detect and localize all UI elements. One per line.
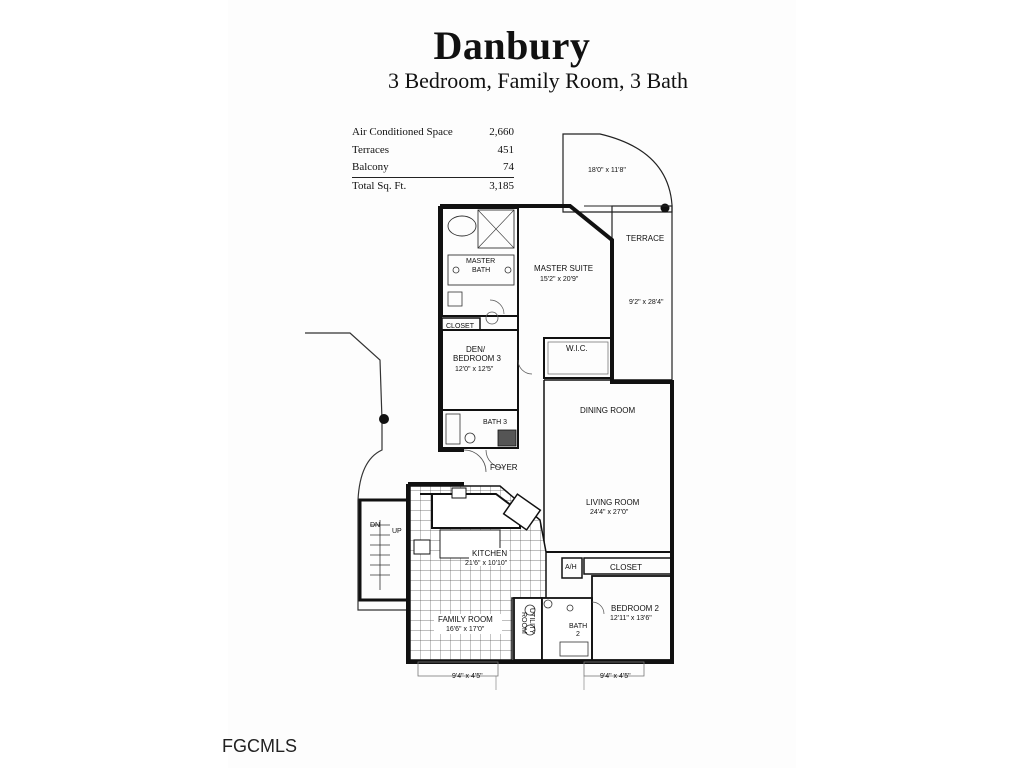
den-label-line2: BEDROOM 3 bbox=[453, 354, 502, 363]
outer-wall-upper bbox=[440, 204, 674, 552]
left-terrace-outline bbox=[305, 332, 409, 611]
bedroom2-label: BEDROOM 2 bbox=[611, 604, 660, 613]
bedroom2-dimension: 12'11" x 13'6" bbox=[610, 615, 652, 622]
living-room-label: LIVING ROOM bbox=[586, 498, 640, 507]
stair-dn-label: DN bbox=[370, 522, 380, 529]
master-bath-label-line1: MASTER bbox=[466, 258, 495, 265]
living-room-dimension: 24'4" x 27'0" bbox=[590, 509, 629, 516]
area-row: Air Conditioned Space 2,660 bbox=[352, 124, 514, 142]
ah-label: A/H bbox=[565, 564, 577, 571]
ah-outline bbox=[561, 557, 583, 579]
terrace-label: TERRACE bbox=[626, 234, 664, 243]
porch-right-dimension: 9'4" x 4'5" bbox=[600, 673, 631, 680]
area-row: Balcony 74 bbox=[352, 159, 514, 178]
master-suite-label: MASTER SUITE bbox=[534, 264, 593, 273]
den-label-line1: DEN/ bbox=[466, 345, 486, 354]
bath3-outline bbox=[441, 409, 519, 449]
utility-label-line2: ROOM bbox=[520, 612, 527, 634]
area-label: Balcony bbox=[352, 161, 389, 173]
terrace-outline bbox=[611, 205, 673, 383]
bedroom2-outline bbox=[591, 575, 673, 661]
porch-left-outline bbox=[417, 661, 499, 677]
master-suite-dimension: 15'2" x 20'9" bbox=[540, 276, 579, 283]
wic-outline bbox=[543, 337, 613, 379]
stair-outline bbox=[358, 498, 410, 602]
balcony-dimension: 18'0" x 11'8" bbox=[588, 167, 626, 174]
plan-subtitle: 3 Bedroom, Family Room, 3 Bath bbox=[387, 68, 689, 93]
area-label: Air Conditioned Space bbox=[352, 126, 453, 138]
area-value: 2,660 bbox=[489, 126, 514, 138]
kitchen-label-bg bbox=[469, 548, 509, 566]
utility-label-line1: UTILITY bbox=[528, 608, 535, 634]
kitchen-label: KITCHEN bbox=[472, 549, 507, 558]
terrace-dimension: 9'2" x 28'4" bbox=[629, 299, 664, 306]
dining-room-label: DINING ROOM bbox=[580, 406, 635, 415]
closet-top-label: CLOSET bbox=[446, 323, 475, 330]
wic-label: W.I.C. bbox=[566, 344, 588, 353]
family-room-dimension: 16'6" x 17'0" bbox=[446, 626, 485, 633]
left-terrace-post bbox=[379, 414, 389, 424]
kitchen-counter bbox=[420, 493, 521, 529]
plan-title: Danbury bbox=[433, 23, 591, 68]
master-bath-label-line2: BATH bbox=[472, 267, 490, 274]
closet-right-label: CLOSET bbox=[610, 563, 642, 572]
porch-left-dimension: 9'4" x 4'5" bbox=[452, 673, 483, 680]
area-value: 451 bbox=[497, 143, 515, 156]
area-row: Terraces 451 bbox=[352, 142, 514, 160]
porch-right-outline bbox=[583, 661, 645, 677]
area-label: Terraces bbox=[352, 143, 390, 156]
outer-wall-left bbox=[438, 206, 464, 452]
den-dimension: 12'0" x 12'5" bbox=[455, 366, 494, 373]
utility-outline bbox=[513, 597, 543, 661]
closet-right-outline bbox=[583, 557, 673, 575]
family-room-label: FAMILY ROOM bbox=[438, 615, 493, 624]
area-value: 74 bbox=[503, 161, 514, 173]
kitchen-dimension: 21'6" x 10'10" bbox=[465, 560, 508, 567]
mls-watermark: FGCMLS bbox=[222, 736, 298, 756]
area-label: Total Sq. Ft. bbox=[352, 179, 407, 192]
bath2-label-line2: 2 bbox=[576, 631, 580, 638]
family-room-label-bg bbox=[434, 614, 502, 634]
area-table: Air Conditioned Space 2,660 Terraces 451… bbox=[352, 124, 514, 195]
area-row-total: Total Sq. Ft. 3,185 bbox=[352, 178, 514, 196]
foyer-label: FOYER bbox=[490, 463, 518, 472]
bath3-label: BATH 3 bbox=[483, 419, 507, 426]
balcony-post bbox=[660, 203, 670, 213]
bath2-label-line1: BATH bbox=[569, 623, 587, 630]
area-value: 3,185 bbox=[489, 179, 514, 192]
stair-up-label: UP bbox=[392, 528, 402, 535]
